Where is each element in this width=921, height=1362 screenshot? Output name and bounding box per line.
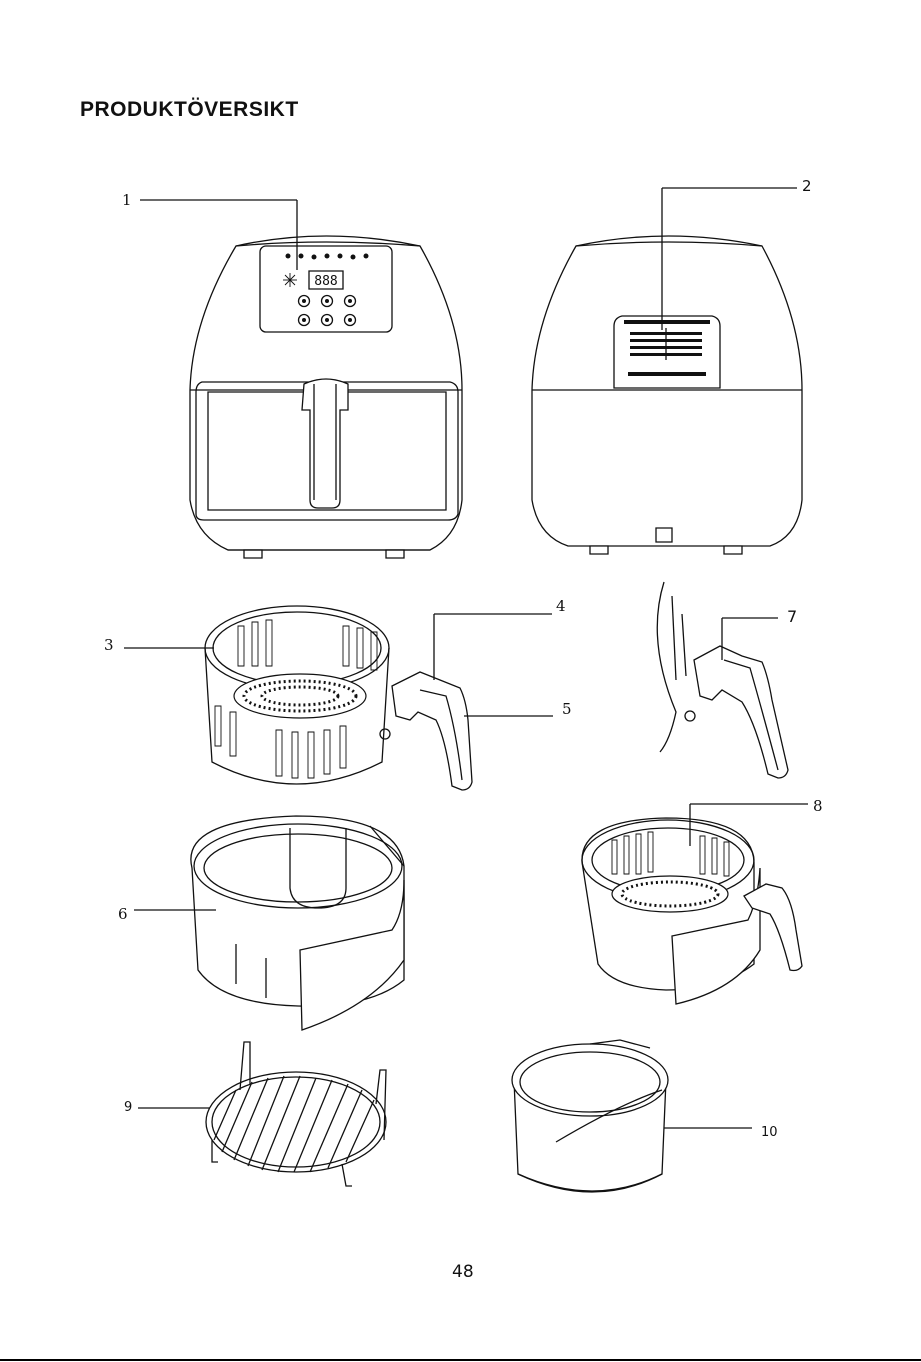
display-readout: 888 — [314, 274, 337, 289]
baking-pan — [512, 1040, 752, 1192]
page-number: 48 — [452, 1262, 474, 1282]
air-vent — [614, 316, 720, 388]
airfryer-front-view: 888 — [140, 200, 462, 558]
airfryer-back-view — [532, 188, 802, 554]
frying-pan — [134, 816, 404, 1030]
basket-in-pan — [582, 804, 808, 1004]
bottom-rule — [0, 1359, 921, 1361]
handle-release-detail — [657, 582, 788, 778]
grill-rack — [138, 1042, 386, 1186]
fan-icon — [283, 273, 297, 287]
basket-with-handle — [124, 606, 553, 790]
